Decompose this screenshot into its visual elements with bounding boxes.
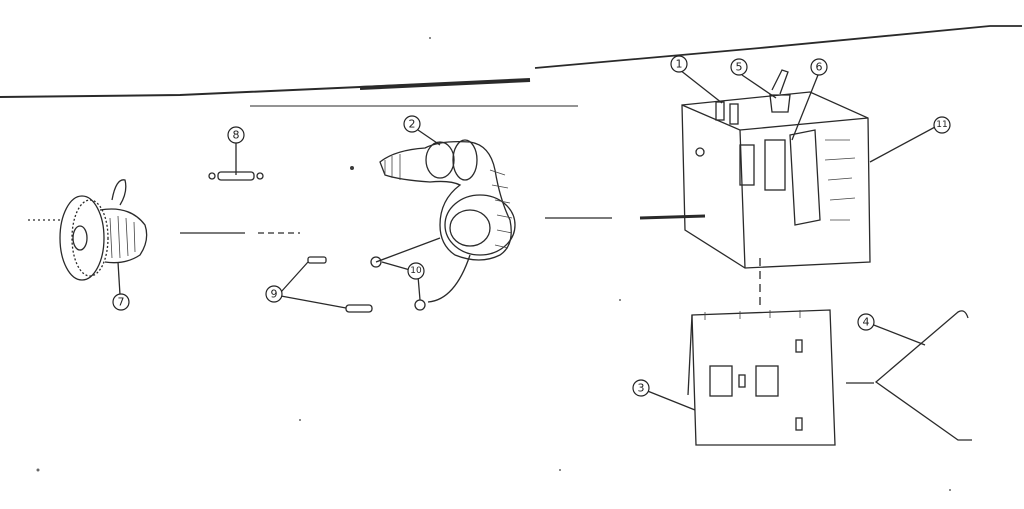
callout-2: 2 [403, 115, 421, 133]
callout-label: 2 [409, 118, 416, 131]
callout-label: 5 [736, 61, 743, 74]
callout-label: 1 [676, 58, 683, 71]
wire-spring-part [846, 310, 972, 441]
screw-set-part [280, 237, 471, 313]
callout-label: 11 [936, 120, 947, 130]
callout-6: 6 [810, 58, 828, 76]
callout-9: 9 [265, 285, 283, 303]
callout-3: 3 [632, 379, 650, 397]
callout-7: 7 [112, 293, 130, 311]
scan-edge-lines [0, 25, 1022, 107]
callout-8: 8 [227, 126, 245, 144]
callout-label: 8 [233, 129, 240, 142]
callout-label: 6 [816, 61, 823, 74]
assembly-axis-lines [180, 217, 761, 305]
callout-1: 1 [670, 55, 688, 73]
scan-noise [36, 37, 951, 491]
cover-plate-part [687, 309, 836, 446]
worm-gear-part [28, 179, 148, 296]
callout-label: 10 [410, 266, 422, 276]
callout-label: 3 [638, 382, 645, 395]
leader-lines [417, 69, 936, 411]
callout-4: 4 [857, 313, 875, 331]
callout-label: 4 [863, 316, 870, 329]
pin-part [208, 140, 264, 181]
callout-11: 11 [933, 116, 951, 134]
callout-5: 5 [730, 58, 748, 76]
housing-block-part [639, 69, 871, 269]
callout-label: 7 [118, 296, 125, 309]
callout-label: 9 [271, 288, 278, 301]
gear-assembly-part [350, 139, 516, 261]
callout-10: 10 [407, 262, 425, 280]
